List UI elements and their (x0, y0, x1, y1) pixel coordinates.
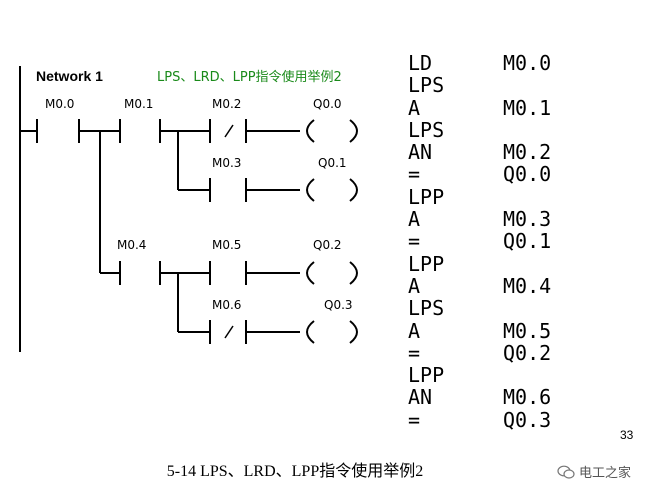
stl-op: A (408, 318, 421, 343)
stl-op: A (408, 207, 421, 232)
contact-m06-symbol (209, 320, 247, 344)
stl-op: LPS (408, 117, 445, 142)
stl-arg: Q0.3 (503, 407, 552, 432)
contact-m05-label: M0.5 (212, 238, 241, 252)
wechat-icon (557, 465, 575, 479)
stl-arg: Q0.2 (503, 340, 552, 365)
stl-op: LPS (408, 73, 445, 98)
stl-op: LPP (408, 251, 445, 276)
page-number: 33 (620, 428, 634, 442)
brand-name: 电工之家 (579, 466, 632, 481)
contact-m00-label: M0.0 (45, 97, 74, 111)
contact-m03-symbol (209, 178, 247, 202)
contact-m01-symbol (119, 119, 161, 143)
coil-q03-symbol (306, 320, 358, 344)
stl-op: = (408, 407, 421, 432)
stl-op: LPP (408, 184, 445, 209)
stl-arg: M0.4 (503, 273, 552, 298)
stl-op: = (408, 229, 421, 254)
contact-m01-label: M0.1 (124, 97, 153, 111)
stl-arg: M0.1 (503, 95, 552, 120)
stl-arg: M0.6 (503, 385, 552, 410)
coil-q01-symbol (306, 178, 358, 202)
coil-q02-label: Q0.2 (313, 238, 342, 252)
coil-q00-label: Q0.0 (313, 97, 342, 111)
stl-arg: M0.5 (503, 318, 552, 343)
contact-m03-label: M0.3 (212, 156, 241, 170)
contact-m04-label: M0.4 (117, 238, 146, 252)
brand-watermark: 电工之家 (557, 462, 631, 481)
stl-op: = (408, 340, 421, 365)
contact-m05-symbol (209, 261, 247, 285)
coil-q01-label: Q0.1 (318, 156, 347, 170)
contact-m04-symbol (119, 261, 161, 285)
figure-caption: 5-14 LPS、LRD、LPP指令使用举例2 (166, 463, 424, 480)
coil-q02-symbol (306, 261, 358, 285)
stl-op: LPS (408, 296, 445, 321)
network-label: Network 1 (36, 68, 103, 84)
stl-arg: M0.0 (503, 51, 552, 75)
stl-arg: M0.3 (503, 207, 552, 232)
ladder-diagram: Network 1 LPS、LRD、LPP指令使用举例2 M0.0 M0.1 M… (19, 66, 358, 352)
contact-m02-label: M0.2 (212, 97, 241, 111)
stl-op: AN (408, 140, 433, 165)
stl-op: LD (408, 51, 433, 75)
stl-arg: M0.2 (503, 140, 552, 165)
stl-op: A (408, 95, 421, 120)
stl-op: = (408, 162, 421, 187)
contact-m02-symbol (209, 119, 247, 143)
coil-q00-symbol (306, 119, 358, 143)
stl-arg: Q0.1 (503, 229, 552, 254)
stl-op: AN (408, 385, 433, 410)
stl-op: LPP (408, 363, 445, 388)
coil-q03-label: Q0.3 (324, 298, 353, 312)
stl-op: A (408, 273, 421, 298)
contact-m00-symbol (36, 119, 80, 143)
network-title: LPS、LRD、LPP指令使用举例2 (157, 69, 342, 85)
contact-m06-label: M0.6 (212, 298, 241, 312)
stl-arg: Q0.0 (503, 162, 552, 187)
